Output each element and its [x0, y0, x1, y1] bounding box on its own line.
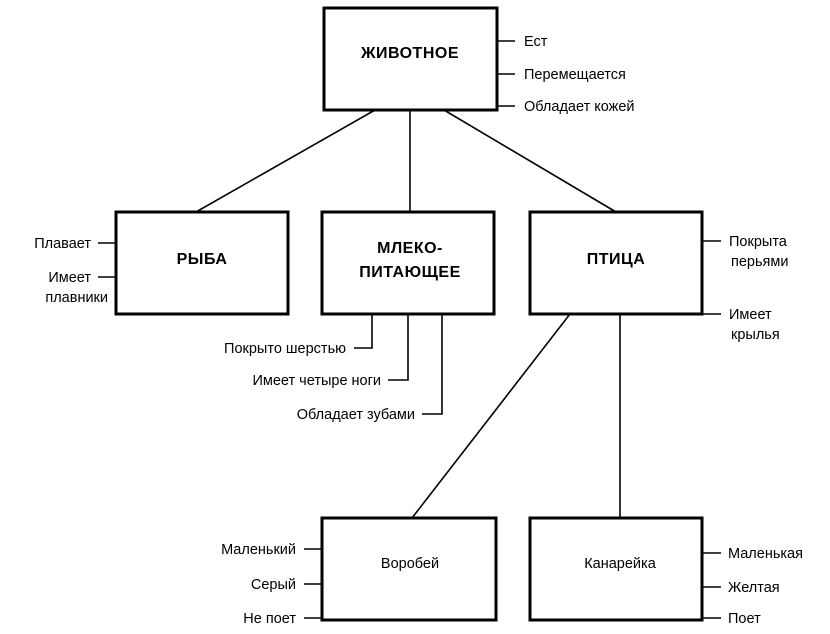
node-bird-label: ПТИЦА	[587, 251, 646, 268]
animal-prop-moves: Перемещается	[524, 67, 626, 83]
node-mammal-label-line2: ПИТАЮЩЕЕ	[359, 264, 460, 281]
bird-prop-has: Имеет	[729, 307, 772, 323]
mammal-prop-connector-2	[388, 314, 409, 381]
node-animal: ЖИВОТНОЕ Ест Перемещается Обладает кожей	[322, 6, 635, 115]
node-sparrow-label: Воробей	[381, 556, 439, 572]
mammal-prop-teeth: Обладает зубами	[297, 407, 415, 423]
fish-prop-has: Имеет	[48, 270, 91, 286]
link-animal-fish	[195, 109, 376, 213]
link-bird-sparrow	[411, 313, 571, 519]
mammal-prop-connector-1	[354, 314, 373, 349]
sparrow-prop-small: Маленький	[221, 542, 296, 558]
bird-prop-wings: крылья	[731, 327, 780, 343]
animal-prop-eats: Ест	[524, 34, 548, 50]
sparrow-prop-grey: Серый	[251, 577, 296, 593]
canary-prop-yellow: Желтая	[728, 580, 780, 596]
fish-prop-swims: Плавает	[34, 236, 91, 252]
hierarchy-links	[195, 109, 621, 519]
node-canary-label: Канарейка	[584, 556, 656, 572]
node-fish-label: РЫБА	[177, 251, 228, 268]
node-sparrow: Воробей Маленький Серый Не поет	[221, 516, 498, 627]
node-fish: РЫБА Плавает Имеет плавники	[34, 210, 290, 316]
node-canary-box	[528, 516, 704, 622]
node-mammal-box	[320, 210, 496, 316]
link-animal-bird	[443, 109, 617, 213]
node-canary: Канарейка Маленькая Желтая Поет	[528, 516, 803, 627]
node-bird-box	[528, 210, 704, 316]
node-sparrow-box	[320, 516, 498, 622]
animal-prop-has-skin: Обладает кожей	[524, 99, 635, 115]
node-mammal-label-line1: МЛЕКО-	[377, 240, 443, 257]
sparrow-prop-no-sing: Не поет	[243, 611, 296, 627]
mammal-prop-four-legs: Имеет четыре ноги	[252, 373, 381, 389]
node-mammal: МЛЕКО- ПИТАЮЩЕЕ Покрыто шерстью Имеет че…	[224, 210, 496, 423]
node-bird: ПТИЦА Покрыта перьями Имеет крылья	[528, 210, 788, 343]
mammal-prop-fur: Покрыто шерстью	[224, 341, 346, 357]
mammal-prop-connector-3	[422, 314, 443, 415]
canary-prop-small: Маленькая	[728, 546, 803, 562]
node-fish-box	[114, 210, 290, 316]
node-animal-box	[322, 6, 499, 112]
node-animal-label: ЖИВОТНОЕ	[360, 45, 459, 62]
canary-prop-sings: Поет	[728, 611, 761, 627]
fish-prop-fins: плавники	[45, 290, 108, 306]
bird-prop-feathers: перьями	[731, 254, 788, 270]
bird-prop-covered: Покрыта	[729, 234, 788, 250]
